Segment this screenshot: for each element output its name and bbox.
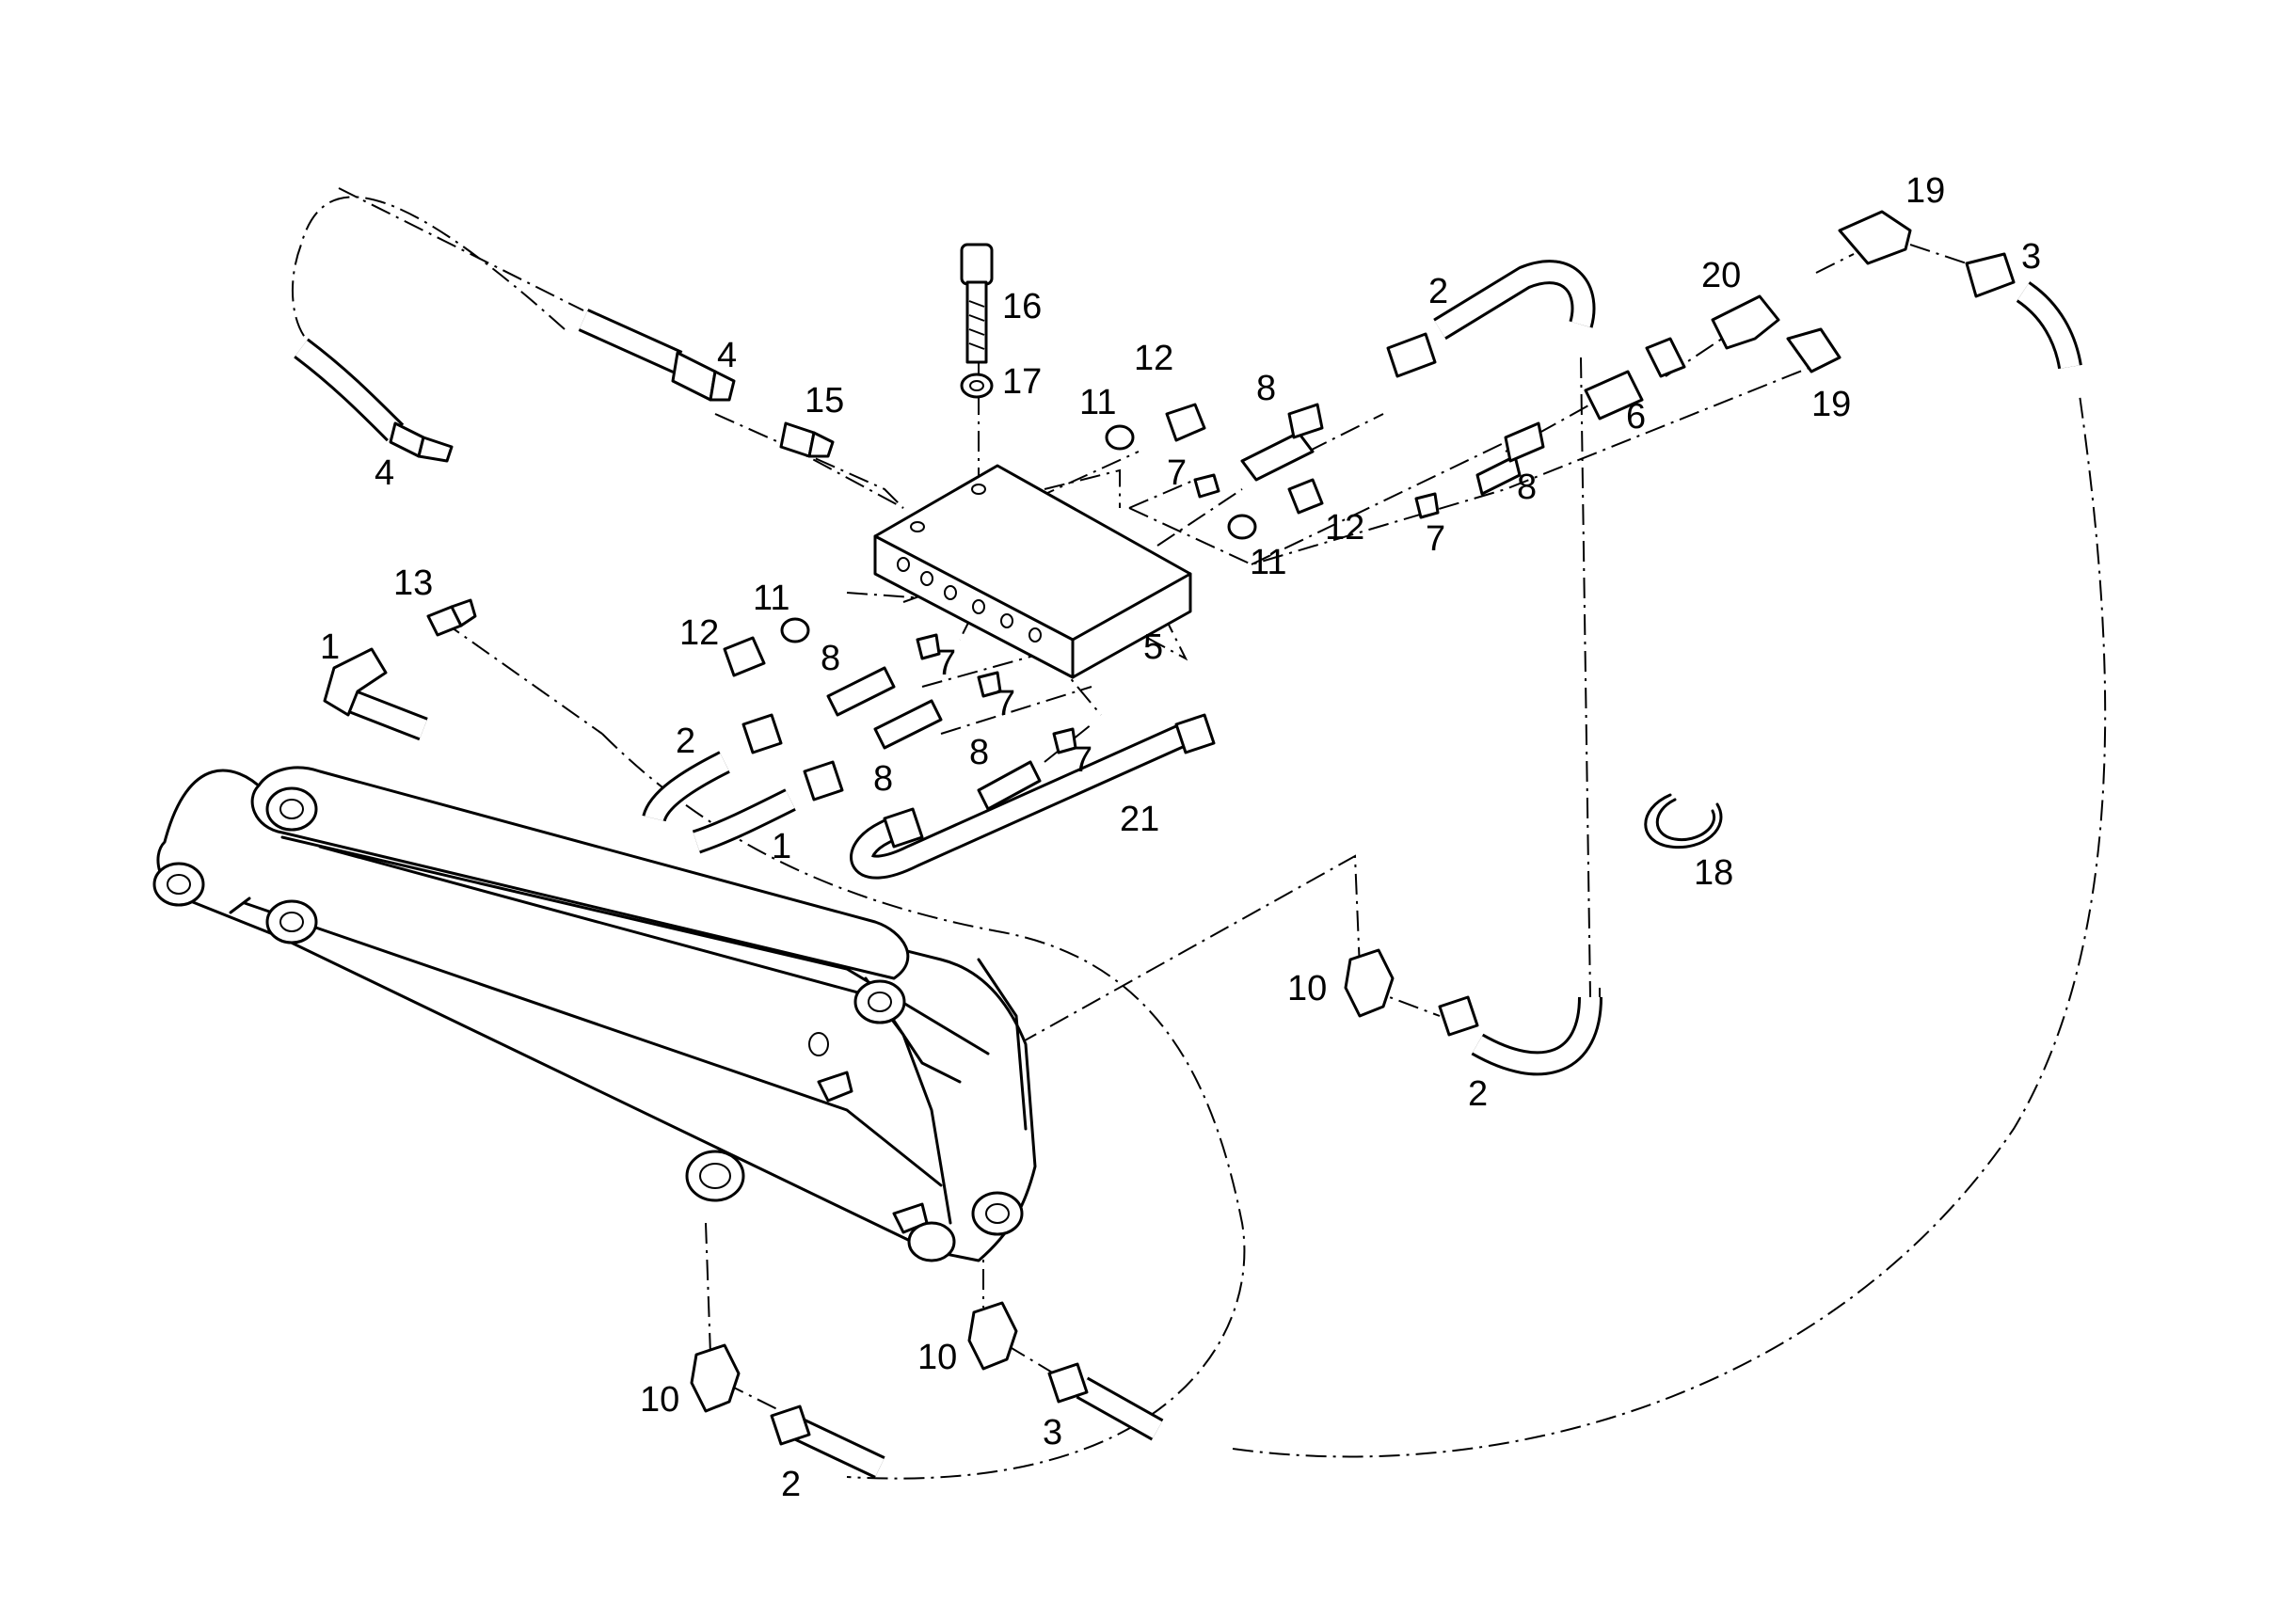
label-19: 19: [1905, 171, 1945, 211]
fittings: [323, 210, 2016, 1446]
label-17: 17: [1002, 362, 1042, 402]
label-21: 21: [1120, 800, 1159, 839]
label-2: 2: [1468, 1074, 1488, 1114]
label-12: 12: [1134, 339, 1173, 378]
label-7: 7: [1073, 740, 1092, 780]
label-15: 15: [805, 381, 844, 421]
label-11: 11: [753, 579, 789, 618]
label-11: 11: [1250, 543, 1286, 582]
part-labels: 1 1 2 2 2 2 3 3 4 4 5 6 7 7 7 7 7 8 8 8 …: [320, 171, 2041, 1504]
label-18: 18: [1694, 853, 1733, 893]
label-20: 20: [1701, 256, 1741, 295]
label-10: 10: [917, 1338, 957, 1377]
label-11: 11: [1079, 383, 1116, 422]
label-7: 7: [1426, 519, 1445, 559]
hoses: [294, 260, 2082, 1479]
boom-arm: [152, 766, 1037, 1262]
label-13: 13: [393, 563, 433, 603]
label-2: 2: [781, 1465, 801, 1504]
label-8: 8: [1517, 468, 1537, 507]
label-8: 8: [1256, 369, 1276, 408]
label-7: 7: [1167, 453, 1187, 493]
label-8: 8: [969, 733, 989, 772]
label-3: 3: [2021, 237, 2041, 277]
label-7: 7: [996, 684, 1015, 723]
label-4: 4: [717, 336, 737, 375]
label-3: 3: [1043, 1413, 1062, 1452]
label-6: 6: [1626, 397, 1646, 436]
valve-block: [873, 464, 1192, 679]
label-7: 7: [936, 643, 956, 683]
label-12: 12: [1325, 508, 1364, 548]
label-1: 1: [772, 827, 791, 866]
label-12: 12: [679, 613, 719, 653]
label-8: 8: [873, 759, 893, 799]
connection-lines: [292, 187, 2107, 1480]
label-8: 8: [821, 639, 840, 678]
label-4: 4: [375, 453, 394, 493]
label-1: 1: [320, 627, 340, 667]
label-10: 10: [1287, 969, 1327, 1008]
label-10: 10: [640, 1380, 679, 1420]
label-2: 2: [1428, 272, 1448, 311]
label-16: 16: [1002, 287, 1042, 326]
label-5: 5: [1143, 627, 1163, 667]
label-2: 2: [676, 722, 695, 761]
label-19: 19: [1811, 385, 1851, 424]
